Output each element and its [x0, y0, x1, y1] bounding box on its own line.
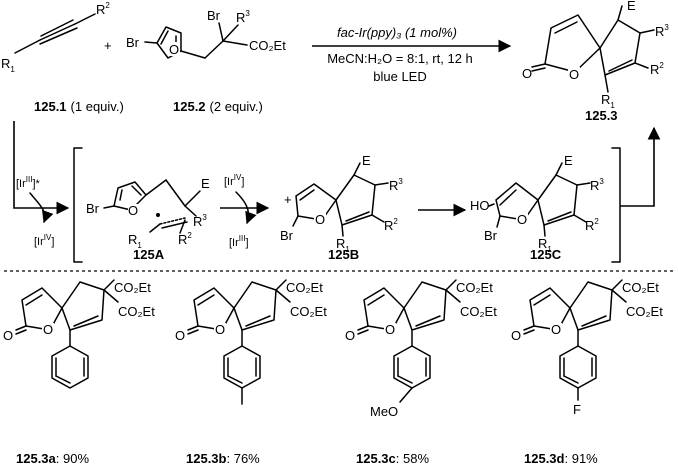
svg-text:O: O [551, 322, 561, 337]
svg-text:R2: R2 [384, 217, 398, 233]
co2et-label: CO₂Et [249, 38, 286, 53]
svg-text:R2: R2 [650, 61, 664, 77]
label-125-2: 125.2(2 equiv.) [173, 99, 263, 114]
ir-excited-label: [IrIII]* [16, 175, 41, 190]
svg-text:+: + [284, 192, 292, 207]
svg-text:E: E [564, 153, 573, 168]
svg-text:O: O [345, 328, 355, 343]
light-text: blue LED [373, 69, 426, 84]
br2-label: Br [207, 8, 221, 23]
svg-text:CO₂Et: CO₂Et [622, 280, 659, 295]
svg-text:CO₂Et: CO₂Et [460, 304, 497, 319]
svg-text:R1: R1 [601, 92, 615, 110]
svg-text:CO₂Et: CO₂Et [626, 304, 663, 319]
ir-iv-label-2: [IrIV] [224, 173, 244, 188]
svg-text:CO₂Et: CO₂Et [286, 280, 323, 295]
cat-curved-arrow-1 [29, 192, 54, 224]
svg-text:CO₂Et: CO₂Et [114, 280, 151, 295]
example-125-3b: O O CO₂Et CO₂Et 125.3b: 76% [175, 279, 327, 466]
svg-text:O: O [43, 322, 53, 337]
r1-label: R1 [1, 56, 15, 74]
svg-text:O: O [569, 67, 579, 82]
svg-text:O: O [385, 322, 395, 337]
svg-text:HO: HO [470, 198, 490, 213]
svg-text:125.3b: 76%: 125.3b: 76% [186, 451, 260, 466]
svg-text:R3: R3 [590, 177, 604, 193]
svg-text:Br: Br [86, 201, 100, 216]
svg-text:R1: R1 [538, 236, 552, 254]
product-spirocycle-125-3: O O E R3 R2 R1 [522, 0, 669, 110]
svg-text:O: O [511, 328, 521, 343]
intermediate-125B: + O Br E R3 R2 R1 [280, 153, 403, 254]
r2-label: R2 [96, 1, 110, 17]
reactant-alkyne-125-1: R1 R2 [1, 1, 110, 74]
label-125-1: 125.1(1 equiv.) [34, 99, 124, 114]
svg-text:O: O [215, 322, 225, 337]
svg-text:CO₂Et: CO₂Et [118, 304, 155, 319]
svg-text:R3: R3 [655, 23, 669, 39]
svg-text:O: O [315, 212, 325, 227]
reactant-furan-125-2: Br O Br R3 CO₂Et [126, 8, 286, 59]
example-125-3a: O O CO₂Et CO₂Et 125.3a: 90% [3, 279, 155, 466]
f-substituent: F [573, 402, 581, 417]
svg-text:125.3d: 91%: 125.3d: 91% [524, 451, 598, 466]
svg-text:Br: Br [280, 228, 294, 243]
svg-text:125.3a: 90%: 125.3a: 90% [16, 451, 89, 466]
ir-iii-label: [IrIII] [229, 234, 249, 249]
label-125-3: 125.3 [585, 108, 618, 123]
svg-text:Br: Br [484, 228, 498, 243]
ir-iv-label-1: [IrIV] [34, 233, 54, 248]
svg-text:R1: R1 [336, 236, 350, 254]
r3-label: R3 [236, 9, 250, 25]
svg-text:125.3c: 58%: 125.3c: 58% [356, 451, 429, 466]
cat-curved-arrow-2 [235, 191, 257, 225]
svg-text:CO₂Et: CO₂Et [456, 280, 493, 295]
svg-text:R2: R2 [178, 231, 192, 247]
bracket-left [73, 147, 83, 263]
intermediate-125C: HO O Br E R3 R2 R1 [470, 153, 604, 254]
meo-substituent: MeO [370, 404, 398, 419]
svg-text:O: O [3, 328, 13, 343]
svg-text:CO₂Et: CO₂Et [290, 304, 327, 319]
svg-text:E: E [201, 176, 210, 191]
svg-text:E: E [362, 153, 371, 168]
intermediate-125A: Br O E R3 R1 R2 [86, 176, 210, 250]
svg-text:R2: R2 [585, 217, 599, 233]
mechanism-entry-arrow [13, 121, 70, 215]
o-label: O [169, 42, 179, 57]
mechanism-exit-arrow [620, 126, 661, 207]
svg-text:O: O [522, 66, 532, 81]
svg-text:R1: R1 [128, 232, 142, 250]
reagent-text: fac-Ir(ppy)₃ (1 mol%) [337, 25, 457, 40]
solvent-text: MeCN:H₂O = 8:1, rt, 12 h [327, 51, 473, 66]
svg-text:O: O [175, 328, 185, 343]
svg-text:O: O [128, 203, 138, 218]
label-125A: 125A [133, 247, 165, 262]
svg-text:O: O [517, 212, 527, 227]
label-125B: 125B [328, 247, 359, 262]
example-125-3c: O O CO₂Et CO₂Et MeO 125.3c: 58% [345, 279, 497, 466]
plus-sign: + [104, 38, 112, 53]
label-125C: 125C [530, 247, 562, 262]
svg-text:E: E [627, 0, 636, 13]
br-label: Br [126, 35, 140, 50]
example-125-3d: O O CO₂Et CO₂Et F 125.3d: 91% [511, 279, 663, 466]
svg-text:R3: R3 [389, 177, 403, 193]
svg-text:R3: R3 [193, 213, 207, 229]
bracket-right [611, 147, 621, 263]
